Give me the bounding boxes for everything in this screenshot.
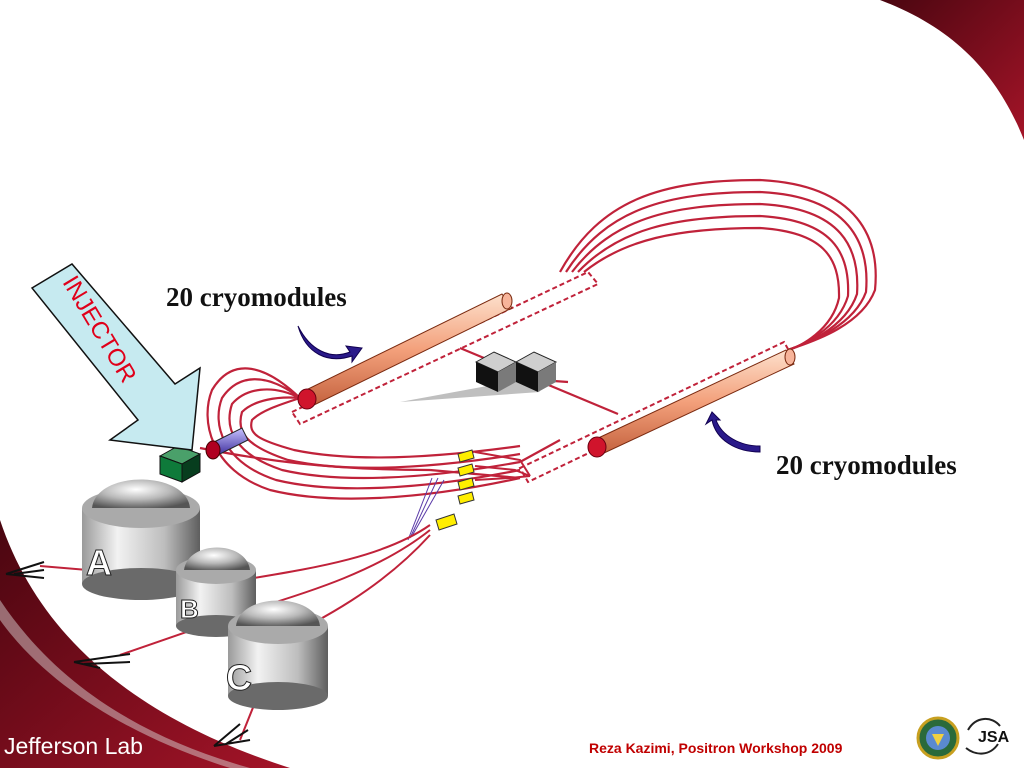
hall-b-letter: B — [180, 594, 199, 624]
hall-c: C — [226, 600, 328, 710]
jsa-logo-icon: JSA — [965, 718, 1010, 755]
east-recirculation-arcs — [559, 178, 877, 352]
hall-c-letter: C — [226, 657, 252, 698]
injector-source-cube — [158, 445, 202, 483]
south-callout-arrow — [704, 411, 761, 453]
north-cryomodule — [297, 292, 513, 410]
north-cryomodule-label: 20 cryomodules — [166, 282, 347, 312]
injector-gun — [205, 427, 249, 460]
extraction-fan-lines — [407, 477, 445, 541]
beam-dumps — [5, 561, 251, 747]
jsa-logo-text: JSA — [978, 729, 1010, 746]
jefferson-lab-logo: Jefferson Lab — [4, 733, 143, 759]
doe-seal-icon — [916, 716, 960, 760]
west-recirculation-arcs — [206, 367, 521, 500]
east-end-spreader — [474, 451, 531, 481]
south-cryomodule-label: 20 cryomodules — [776, 450, 957, 480]
extraction-magnets — [435, 449, 475, 531]
top-right-corner-band — [880, 0, 1024, 140]
north-callout-arrow — [297, 325, 363, 364]
south-cryomodule — [587, 348, 796, 458]
hall-a-letter: A — [86, 542, 112, 583]
bottom-left-corner-band — [0, 520, 290, 768]
rf-station-cube-2 — [514, 351, 558, 392]
footer-credit: Reza Kazimi, Positron Workshop 2009 — [589, 740, 843, 756]
rf-station-cube-1 — [474, 351, 518, 392]
